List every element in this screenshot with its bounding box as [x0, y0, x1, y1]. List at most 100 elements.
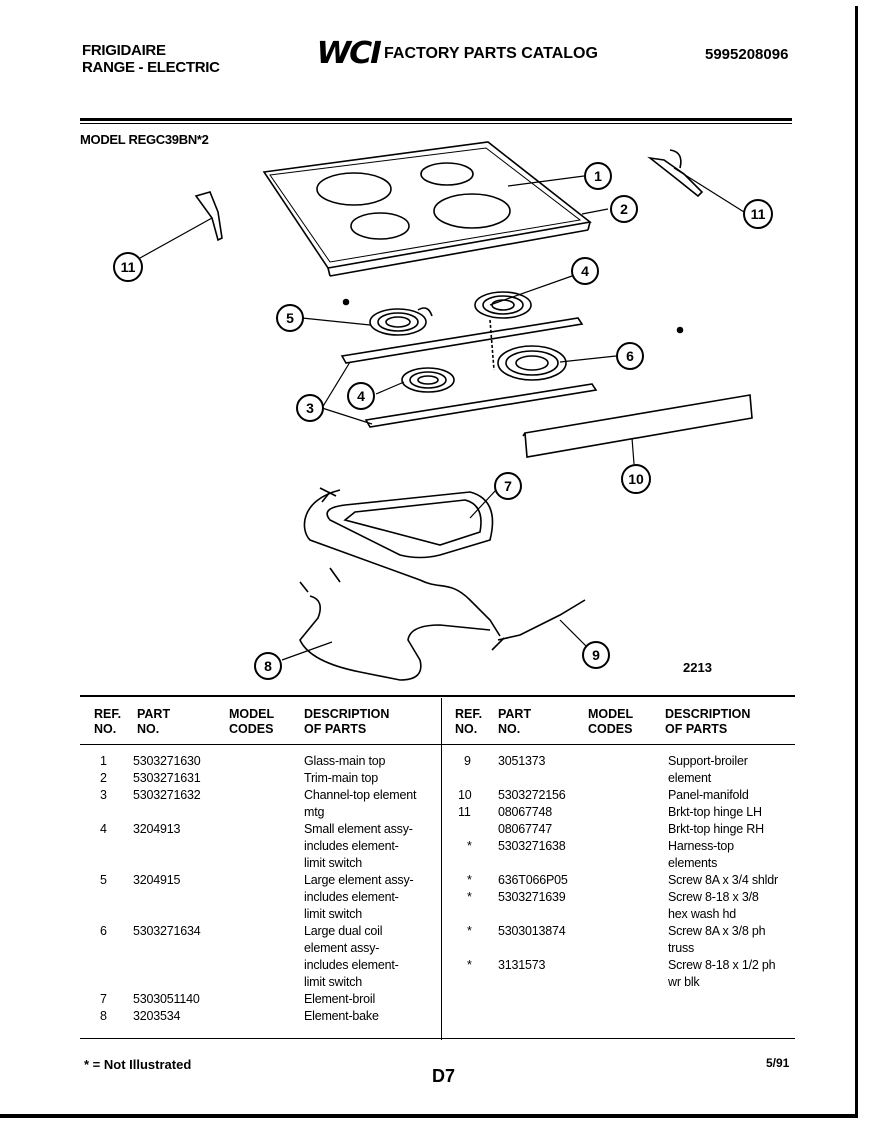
col-part-no-right: PART NO. — [498, 707, 532, 736]
channel-upper — [340, 317, 584, 371]
header-left: FRIGIDAIRE RANGE - ELECTRIC — [82, 42, 220, 76]
catalog-title: FACTORY PARTS CATALOG — [384, 45, 598, 62]
callout-5: 5 — [276, 304, 304, 332]
part-description: Small element assy- includes element- li… — [304, 822, 413, 870]
dual-coil-element-6 — [497, 345, 567, 381]
ref-no: 8 — [100, 1009, 107, 1023]
part-description: Large dual coil element assy- includes e… — [304, 924, 399, 989]
large-element-5 — [369, 307, 433, 336]
part-no: 5303271630 — [133, 754, 201, 768]
ref-no: 2 — [100, 771, 107, 785]
part-description: Screw 8-18 x 3/8 hex wash hd — [668, 890, 759, 921]
channel-lower — [364, 383, 598, 428]
svg-text:2: 2 — [620, 201, 628, 217]
svg-text:1: 1 — [594, 168, 602, 184]
ref-no: * — [467, 958, 472, 972]
callout-7: 7 — [494, 472, 522, 500]
ref-no: * — [467, 924, 472, 938]
part-description: Support-broiler element — [668, 754, 748, 785]
page-number: D7 — [432, 1066, 456, 1086]
header-rule-bottom — [80, 123, 792, 124]
small-element-4-upper — [474, 291, 532, 319]
broiler-support — [491, 599, 586, 651]
svg-text:9: 9 — [592, 647, 600, 663]
ref-no: * — [467, 890, 472, 904]
ref-no: 10 — [458, 788, 472, 802]
ref-no: 3 — [100, 788, 107, 802]
ref-no: 9 — [464, 754, 471, 768]
callout-4-lower: 4 — [347, 382, 375, 410]
part-no: 5303051140 — [133, 992, 200, 1006]
part-description: Screw 8A x 3/4 shldr — [668, 873, 778, 887]
callout-11-right: 11 — [743, 199, 773, 229]
callout-2: 2 — [610, 195, 638, 223]
part-description: Brkt-top hinge LH — [668, 805, 762, 819]
model-number: MODEL REGC39BN*2 — [80, 132, 209, 147]
svg-text:11: 11 — [121, 259, 136, 275]
ref-no: 7 — [100, 992, 107, 1006]
svg-text:8: 8 — [264, 658, 272, 674]
panel-manifold — [522, 394, 753, 458]
part-description: Harness-top elements — [668, 839, 734, 870]
part-no: 5303272156 — [498, 788, 566, 802]
svg-text:11: 11 — [751, 206, 766, 222]
callout-4-upper: 4 — [571, 257, 599, 285]
bake-element — [299, 567, 491, 681]
ref-no: 4 — [100, 822, 107, 836]
svg-text:4: 4 — [581, 263, 589, 279]
part-no: 5303271634 — [133, 924, 201, 938]
page-border-bottom — [0, 1114, 858, 1118]
part-no: 08067748 — [498, 805, 553, 819]
callout-3: 3 — [296, 394, 324, 422]
ref-no: 11 — [458, 805, 471, 819]
col-description-right: DESCRIPTION OF PARTS — [665, 707, 751, 736]
wci-logo: WCI — [316, 36, 381, 71]
callout-9: 9 — [582, 641, 610, 669]
page-border-right — [855, 6, 858, 1116]
col-description: DESCRIPTION OF PARTS — [304, 707, 390, 736]
table-rule-header — [80, 744, 795, 745]
svg-text:3: 3 — [306, 400, 314, 416]
part-no: 5303271639 — [498, 890, 566, 904]
svg-text:6: 6 — [626, 348, 634, 364]
part-description: Large element assy- includes element- li… — [304, 873, 414, 921]
part-no: 636T066P05 — [498, 873, 568, 887]
ref-no: 5 — [100, 873, 107, 887]
callout-8: 8 — [254, 652, 282, 680]
part-no: 3051373 — [498, 754, 546, 768]
part-no: 5303271638 — [498, 839, 566, 853]
part-description: Element-bake — [304, 1009, 379, 1023]
ref-no: 1 — [100, 754, 107, 768]
ref-no: 6 — [100, 924, 107, 938]
hinge-bracket-right — [647, 149, 704, 198]
catalog-number: 5995208096 — [705, 46, 789, 63]
part-no: 5303013874 — [498, 924, 566, 938]
svg-text:10: 10 — [628, 471, 644, 487]
part-description: Brkt-top hinge RH — [668, 822, 764, 836]
callout-1: 1 — [584, 162, 612, 190]
footnote: * = Not Illustrated — [84, 1057, 192, 1072]
diagram-number: 2213 — [683, 660, 712, 675]
part-no: 3131573 — [498, 958, 546, 972]
part-description: Screw 8-18 x 1/2 ph wr blk — [668, 958, 776, 989]
publication-date: 5/91 — [766, 1056, 790, 1070]
part-no: 3204915 — [133, 873, 181, 887]
part-description: Element-broil — [304, 992, 376, 1006]
ref-no: * — [467, 839, 472, 853]
ref-no: * — [467, 873, 472, 887]
table-rule-bottom — [80, 1038, 795, 1039]
callout-10: 10 — [621, 464, 651, 494]
part-description: Glass-main top — [304, 754, 386, 768]
part-description: Trim-main top — [304, 771, 379, 785]
part-description: Panel-manifold — [668, 788, 749, 802]
part-no: 3203534 — [133, 1009, 181, 1023]
small-element-4-lower — [401, 367, 455, 393]
svg-text:4: 4 — [357, 388, 365, 404]
part-description: Screw 8A x 3/8 ph truss — [668, 924, 766, 955]
part-no: 5303271632 — [133, 788, 201, 802]
part-description: Channel-top element mtg — [304, 788, 417, 819]
svg-text:7: 7 — [504, 478, 512, 494]
broil-element — [303, 487, 501, 637]
product-type: RANGE - ELECTRIC — [82, 59, 220, 76]
svg-text:5: 5 — [286, 310, 294, 326]
